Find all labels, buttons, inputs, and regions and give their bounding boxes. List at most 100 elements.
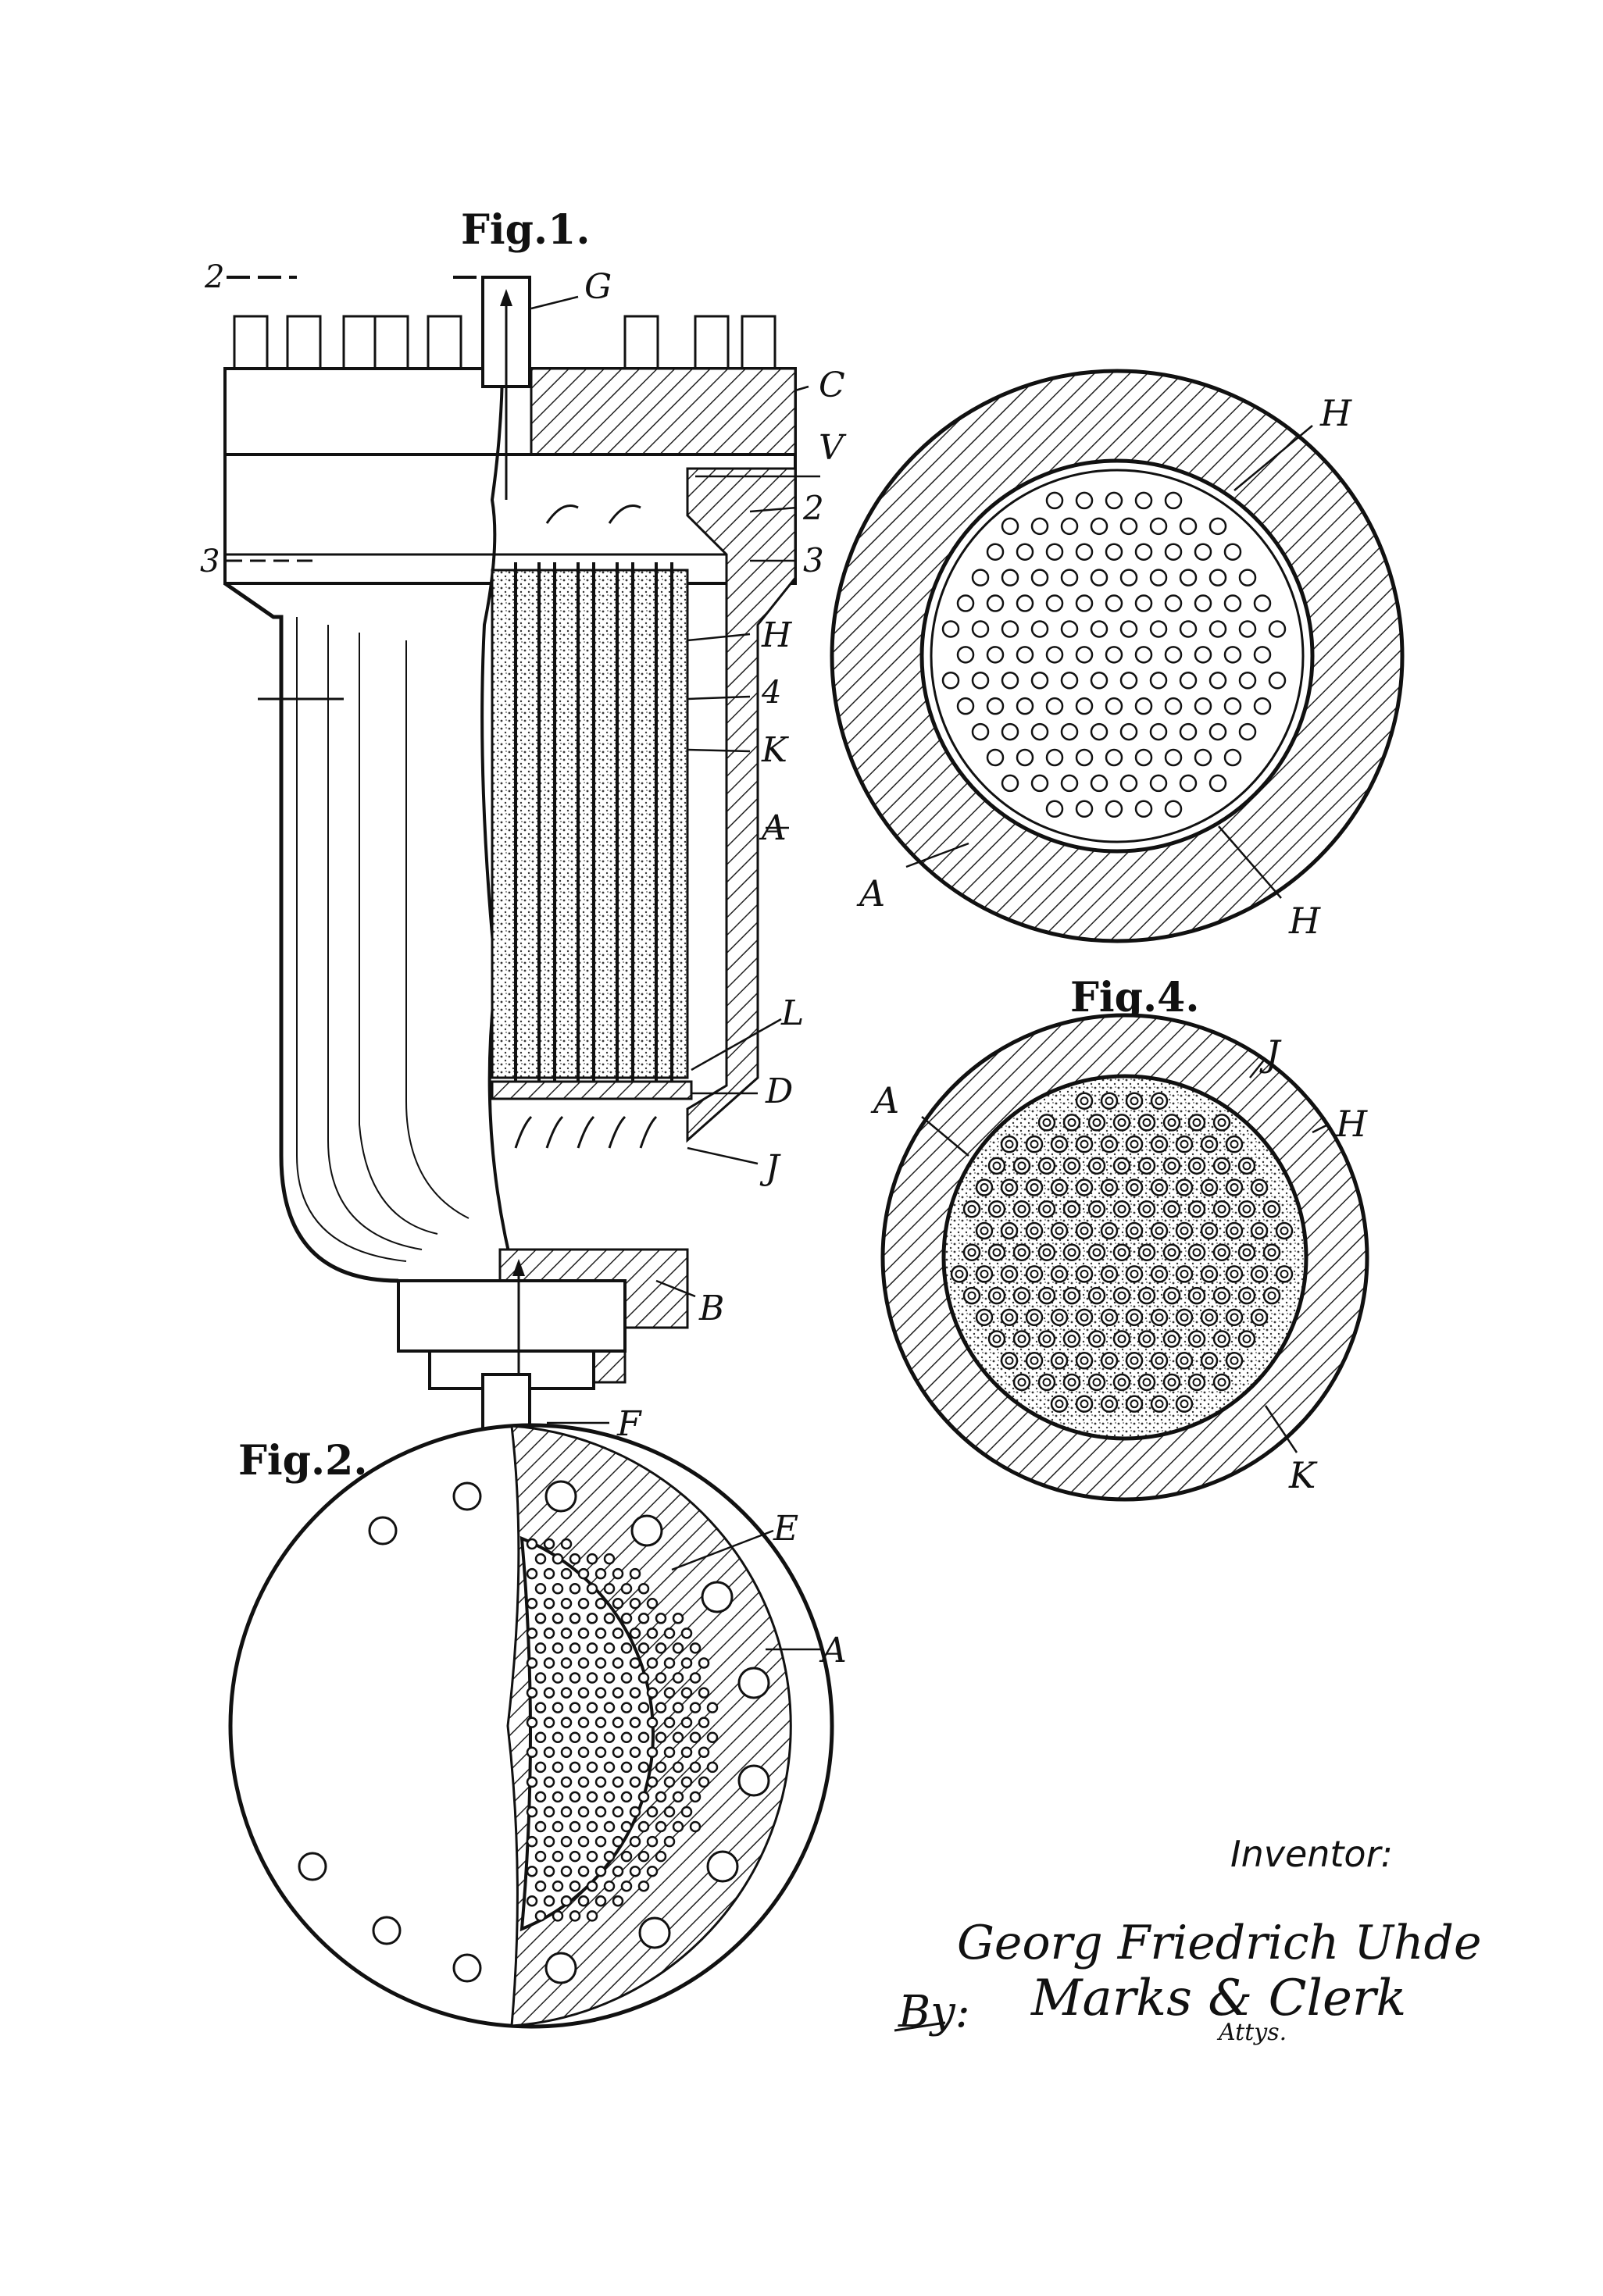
hole — [569, 1731, 581, 1743]
hole — [1237, 1243, 1256, 1261]
hole — [1119, 774, 1138, 793]
hole — [1025, 1308, 1044, 1327]
hole — [672, 1702, 684, 1713]
hole — [1150, 1308, 1169, 1327]
hole — [689, 1791, 702, 1803]
hole — [1149, 774, 1168, 793]
hole-inner — [992, 1248, 1001, 1257]
fig2-label-e: E — [773, 1509, 798, 1549]
hole — [1208, 569, 1227, 586]
hole — [1162, 1114, 1181, 1132]
fig1-label-a: A — [759, 808, 787, 848]
fig1-label-v: V — [819, 428, 847, 468]
fig1-label-c: C — [819, 365, 845, 405]
hole-inner — [1142, 1118, 1151, 1127]
hole — [1250, 1265, 1269, 1283]
hole-inner — [1130, 1399, 1139, 1409]
hole — [1090, 774, 1109, 793]
hole — [560, 1835, 573, 1848]
hole — [1125, 1265, 1144, 1283]
hole — [1212, 1373, 1231, 1392]
hole — [1253, 646, 1272, 664]
hole — [975, 1308, 994, 1327]
hole-inner — [1130, 1096, 1139, 1106]
hole — [1050, 1178, 1069, 1196]
hole — [594, 1746, 607, 1759]
hole-inner — [967, 1291, 976, 1300]
hole — [646, 1835, 659, 1848]
hole — [1208, 774, 1227, 793]
hole — [962, 1286, 981, 1305]
hole-inner — [1055, 1226, 1064, 1235]
hole — [1150, 1395, 1169, 1413]
hole — [603, 1553, 616, 1565]
hole — [1075, 748, 1094, 767]
hole — [1238, 569, 1257, 586]
hole-inner — [980, 1183, 989, 1193]
hole — [672, 1613, 684, 1624]
hole-inner — [1092, 1118, 1101, 1127]
hole-inner — [1242, 1161, 1251, 1171]
hole-inner — [1192, 1161, 1201, 1171]
hole — [971, 672, 990, 690]
hole — [1105, 800, 1123, 818]
hole — [1134, 646, 1153, 664]
hole — [577, 1806, 590, 1818]
hole-inner — [1205, 1226, 1214, 1235]
hole-inner — [1192, 1378, 1201, 1387]
hole — [560, 1657, 573, 1669]
hole — [1025, 1178, 1044, 1196]
hole — [526, 1865, 538, 1877]
hole-inner — [1167, 1335, 1176, 1344]
hole — [1037, 1114, 1056, 1132]
hole-inner — [1167, 1118, 1176, 1127]
hole — [637, 1672, 650, 1684]
hole — [526, 1776, 538, 1788]
hole — [1100, 1092, 1119, 1110]
hole — [612, 1746, 624, 1759]
hole — [1090, 620, 1109, 638]
hole — [594, 1865, 607, 1877]
hole — [586, 1702, 598, 1713]
hole — [637, 1761, 650, 1774]
hole-inner — [1142, 1204, 1151, 1214]
hole — [1268, 672, 1287, 690]
hole — [1075, 1221, 1094, 1240]
hole — [1150, 1265, 1169, 1283]
hole — [1134, 748, 1153, 767]
fig1-label-j: J — [759, 1148, 781, 1188]
hole-inner — [1217, 1335, 1226, 1344]
hole — [534, 1731, 547, 1743]
hole — [1225, 1308, 1244, 1327]
hole — [543, 1835, 555, 1848]
hole-inner — [1155, 1356, 1164, 1365]
hole — [1119, 569, 1138, 586]
hole — [1030, 774, 1049, 793]
hole — [1025, 1265, 1044, 1283]
hole — [1087, 1373, 1106, 1392]
hole-inner — [1255, 1269, 1264, 1278]
hole — [1025, 1352, 1044, 1370]
hole-inner — [1092, 1291, 1101, 1300]
hole — [1237, 1286, 1256, 1305]
hole — [1223, 646, 1242, 664]
hole-inner — [1080, 1226, 1089, 1235]
hole — [672, 1820, 684, 1833]
fig1-label-h: H — [761, 615, 793, 655]
fig1-label-3-left: 3 — [200, 544, 220, 579]
hole-inner — [992, 1335, 1001, 1344]
hole — [1237, 1157, 1256, 1175]
hole — [1200, 1135, 1219, 1153]
hole — [1162, 1373, 1181, 1392]
hole-inner — [1180, 1139, 1189, 1149]
hole — [1238, 620, 1257, 638]
hole — [1150, 1352, 1169, 1370]
hole-inner — [1067, 1378, 1076, 1387]
hole — [1238, 672, 1257, 690]
hole — [646, 1746, 659, 1759]
hole — [663, 1657, 676, 1669]
hole — [1100, 1178, 1119, 1196]
hole — [586, 1553, 598, 1565]
hole-inner — [1117, 1118, 1126, 1127]
fig1-label-g: G — [584, 267, 612, 307]
